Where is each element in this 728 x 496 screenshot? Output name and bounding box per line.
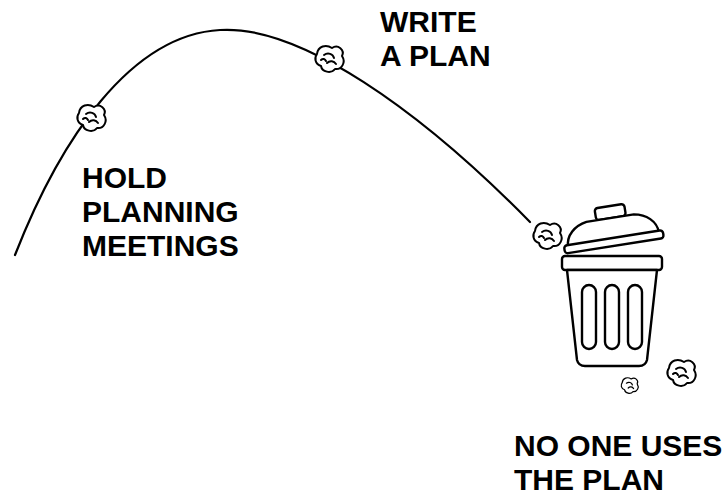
paper-ball	[77, 105, 105, 131]
trash-lid	[559, 198, 664, 253]
paper-ball	[667, 360, 695, 386]
stage-label: NO ONE USES THE PLAN	[514, 429, 728, 496]
stage-label: WRITE A PLAN	[380, 5, 500, 73]
trash-can	[559, 198, 664, 366]
paper-ball	[315, 46, 343, 72]
stage-label: HOLD PLANNING MEETINGS	[82, 161, 260, 263]
paper-ball	[621, 378, 638, 394]
paper-ball	[533, 223, 561, 249]
